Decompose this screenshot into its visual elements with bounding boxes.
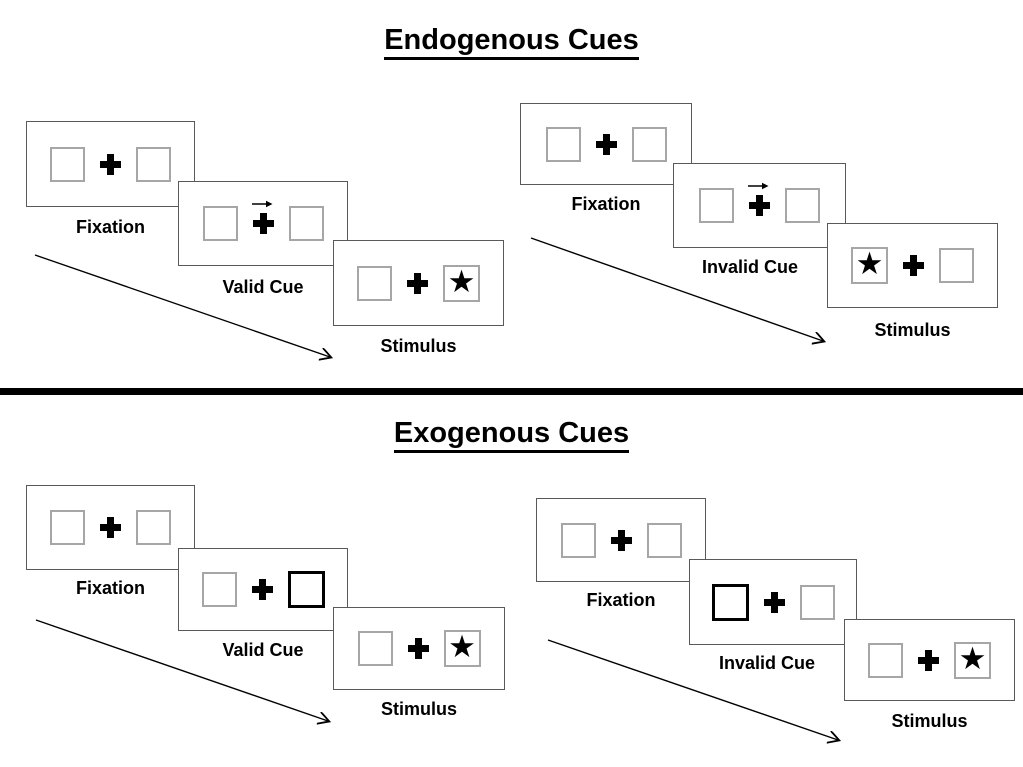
star-icon: ★ <box>958 640 987 677</box>
fixation-cross-icon <box>407 638 429 659</box>
panel-label-fixation: Fixation <box>571 194 641 214</box>
placeholder-box-right <box>646 522 682 558</box>
cue-highlight-box-left <box>711 583 749 621</box>
placeholder-box-left <box>50 146 85 182</box>
fixation-cross-icon <box>252 213 274 234</box>
exo-invalid-fixation-panel <box>536 498 706 582</box>
cue-arrow-icon <box>251 200 272 208</box>
section-title-exogenous: Exogenous Cues <box>0 417 1023 453</box>
placeholder-box-left <box>545 126 581 162</box>
placeholder-box-right <box>799 584 835 620</box>
placeholder-box-left <box>50 510 85 545</box>
placeholder-box-left <box>868 642 903 678</box>
placeholder-box-right <box>288 206 324 241</box>
placeholder-box-right <box>785 188 820 223</box>
exo-invalid-stimulus-panel: ★ <box>844 619 1015 701</box>
placeholder-box-left <box>357 265 392 301</box>
fixation-cross-icon <box>407 272 428 294</box>
stimulus-box-right: ★ <box>443 629 481 667</box>
panel-label-invalid-cue: Invalid Cue <box>718 653 816 673</box>
panel-label-stimulus: Stimulus <box>874 320 951 340</box>
fixation-cross-icon <box>100 153 121 175</box>
panel-label-valid-cue: Valid Cue <box>222 277 304 297</box>
panel-label-fixation: Fixation <box>75 217 145 237</box>
endo-valid-stimulus-panel: ★ <box>333 240 504 326</box>
placeholder-box-left <box>202 206 238 241</box>
cue-center <box>251 200 274 234</box>
panel-label-stimulus: Stimulus <box>380 699 457 719</box>
panel-label-stimulus: Stimulus <box>380 336 457 356</box>
timeline-arrow-exo-valid <box>35 619 328 721</box>
fixation-cross-icon <box>251 579 273 600</box>
panel-label-invalid-cue: Invalid Cue <box>701 257 799 277</box>
endo-invalid-stimulus-panel: ★ <box>827 223 998 308</box>
placeholder-box-right <box>136 146 171 182</box>
cue-highlight-box-right <box>287 571 325 608</box>
placeholder-box-left <box>357 631 393 666</box>
fixation-cross-icon <box>100 517 121 538</box>
fixation-cross-icon <box>903 255 924 276</box>
exo-valid-cue-panel <box>178 548 348 631</box>
placeholder-box-left <box>201 572 237 607</box>
timeline-arrow-endo-invalid <box>530 237 823 341</box>
placeholder-box-left <box>560 522 596 558</box>
fixation-cross-icon <box>763 591 785 613</box>
placeholder-box-left <box>699 188 734 223</box>
cue-arrow-icon <box>748 182 769 190</box>
exo-valid-stimulus-panel: ★ <box>333 607 505 690</box>
fixation-cross-icon <box>918 649 939 671</box>
endo-invalid-cue-panel <box>673 163 846 248</box>
exo-valid-fixation-panel <box>26 485 195 570</box>
fixation-cross-icon <box>749 195 770 216</box>
fixation-cross-icon <box>595 133 617 155</box>
endo-valid-fixation-panel <box>26 121 195 207</box>
endo-valid-cue-panel <box>178 181 348 266</box>
stimulus-box-right: ★ <box>954 640 991 679</box>
section-title-endogenous: Endogenous Cues <box>0 24 1023 60</box>
exo-invalid-cue-panel <box>689 559 857 645</box>
placeholder-box-right <box>631 126 667 162</box>
panel-label-fixation: Fixation <box>586 590 656 610</box>
stimulus-box-right: ★ <box>443 263 480 302</box>
timeline-arrow-endo-valid <box>34 254 330 357</box>
timeline-arrow-exo-invalid <box>547 639 838 740</box>
section-title-exogenous-text: Exogenous Cues <box>393 417 630 453</box>
section-title-endogenous-text: Endogenous Cues <box>384 24 639 60</box>
section-divider <box>0 388 1023 395</box>
endo-invalid-fixation-panel <box>520 103 692 185</box>
placeholder-box-right <box>939 248 974 283</box>
star-icon: ★ <box>447 263 476 300</box>
cue-center <box>748 182 770 216</box>
panel-label-fixation: Fixation <box>75 578 145 598</box>
star-icon: ★ <box>448 629 476 665</box>
star-icon: ★ <box>855 246 884 282</box>
stimulus-box-left: ★ <box>851 247 888 284</box>
panel-label-stimulus: Stimulus <box>891 711 968 731</box>
fixation-cross-icon <box>610 529 632 551</box>
placeholder-box-right <box>136 510 171 545</box>
panel-label-valid-cue: Valid Cue <box>222 640 304 660</box>
